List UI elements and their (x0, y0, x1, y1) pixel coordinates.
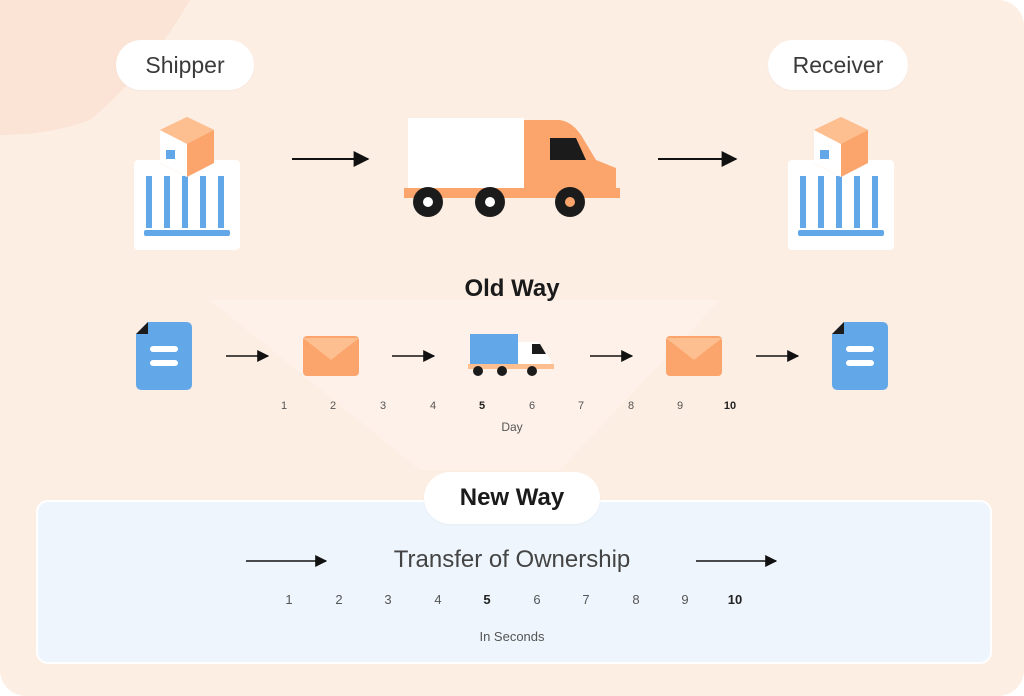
day-tick: 6 (528, 400, 536, 412)
second-tick: 9 (681, 592, 689, 607)
small-truck-icon (468, 334, 554, 376)
envelope-icon-1 (303, 336, 359, 376)
shipper-label: Shipper (116, 40, 254, 90)
old-way-title: Old Way (464, 275, 560, 302)
second-tick: 1 (285, 592, 293, 607)
day-tick: 7 (577, 400, 585, 412)
second-tick: 6 (533, 592, 541, 607)
receiver-label: Receiver (768, 40, 908, 90)
second-tick: 4 (434, 592, 442, 607)
envelope-icon-2 (666, 336, 722, 376)
receiver-warehouse-icon (788, 117, 894, 250)
new-way-panel (36, 500, 992, 664)
day-tick: 2 (329, 400, 337, 412)
new-way-title: New Way (424, 472, 600, 524)
day-tick: 1 (280, 400, 288, 412)
second-tick: 2 (335, 592, 343, 607)
background-corner-shape (0, 0, 190, 135)
second-tick: 10 (727, 592, 743, 607)
new-way-axis-caption: In Seconds (479, 629, 545, 644)
day-tick: 10 (723, 400, 737, 412)
transfer-of-ownership-label: Transfer of Ownership (393, 546, 631, 573)
day-tick: 3 (379, 400, 387, 412)
day-tick: 5 (478, 400, 486, 412)
document-icon-start (136, 322, 192, 390)
second-tick: 8 (632, 592, 640, 607)
document-icon-end (832, 322, 888, 390)
second-tick: 5 (483, 592, 491, 607)
day-tick: 9 (676, 400, 684, 412)
day-tick: 8 (627, 400, 635, 412)
truck-icon (404, 118, 620, 217)
day-tick: 4 (429, 400, 437, 412)
second-tick: 7 (582, 592, 590, 607)
shipper-warehouse-icon (134, 117, 240, 250)
old-way-axis-caption: Day (501, 420, 523, 434)
second-tick: 3 (384, 592, 392, 607)
